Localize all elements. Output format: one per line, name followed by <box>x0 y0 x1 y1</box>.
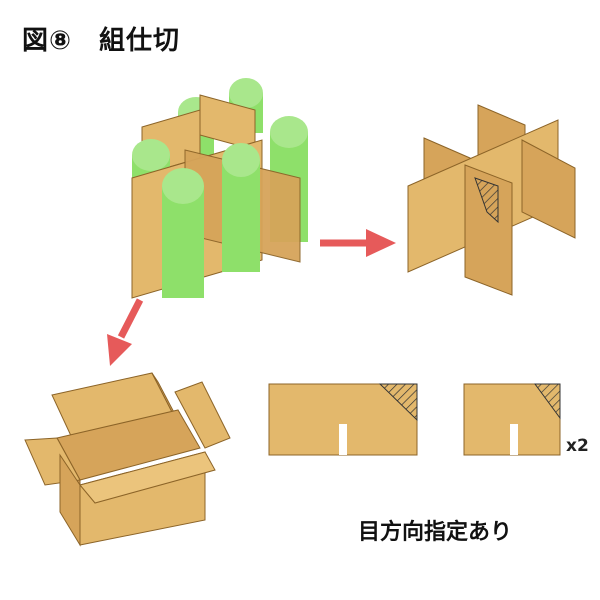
grain-direction-note: 目方向指定あり <box>358 520 513 545</box>
diagram-title: 図⑧ 組仕切 <box>22 26 181 56</box>
cardboard-box <box>24 372 231 547</box>
down-left-arrow-icon <box>107 298 144 366</box>
bottles-in-partition <box>131 78 308 299</box>
long-partition-piece <box>268 383 418 456</box>
bottle <box>162 168 204 298</box>
piece-count-label: x2 <box>566 436 589 456</box>
short-partition-piece <box>463 383 561 456</box>
assembled-partition <box>407 104 576 296</box>
bottle <box>222 143 260 272</box>
right-arrow-icon <box>320 229 396 257</box>
